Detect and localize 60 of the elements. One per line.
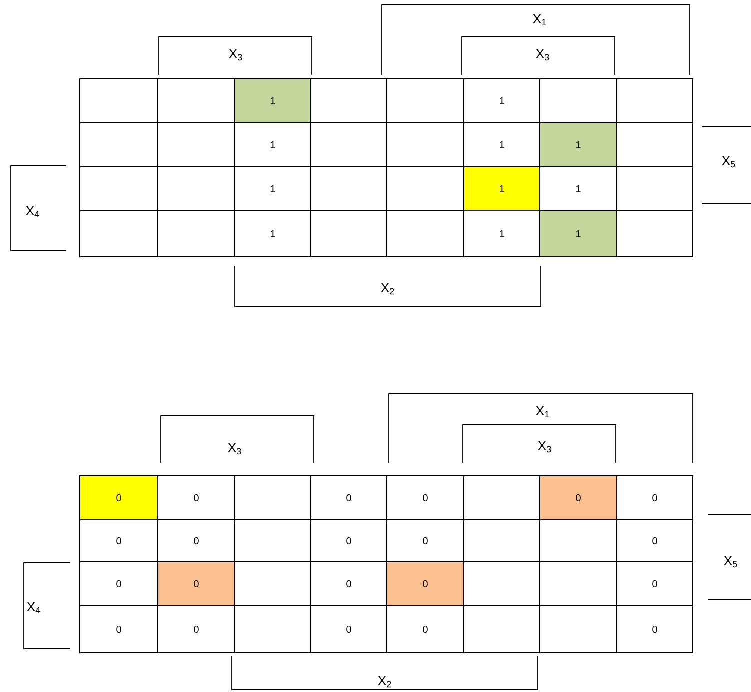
empty-cell [310, 122, 388, 168]
empty-cell [540, 605, 618, 654]
map-cell: 0 [158, 561, 236, 606]
map-cell: 0 [616, 605, 694, 654]
empty-cell [80, 166, 158, 212]
map-cell: 1 [540, 122, 618, 168]
variable-label: X$_{3}$ [229, 49, 242, 61]
variable-label: X$_{4}$ [27, 602, 40, 614]
empty-cell [540, 561, 618, 606]
variable-label: X$_{4}$ [26, 206, 40, 218]
map-cell: 0 [386, 561, 464, 606]
variable-label: X$_{3}$ [538, 441, 552, 453]
map-cell: 0 [80, 605, 158, 654]
map-cell: 0 [158, 605, 236, 654]
variable-label: X$_{1}$ [536, 406, 550, 418]
map-cell: 0 [158, 475, 236, 520]
map-cell: 0 [80, 475, 158, 520]
variable-label: X$_{1}$ [533, 14, 546, 26]
empty-cell [310, 210, 388, 258]
empty-cell [310, 166, 388, 212]
map-cell: 1 [234, 210, 312, 258]
map-cell: 1 [234, 166, 312, 212]
variable-label: X$_{5}$ [722, 156, 736, 168]
map-cell: 1 [540, 210, 618, 258]
map-cell: 0 [386, 475, 464, 520]
variable-label: X$_{3}$ [536, 49, 550, 61]
empty-cell [234, 519, 312, 562]
variable-label: X$_{2}$ [378, 676, 392, 688]
empty-cell [158, 210, 236, 258]
empty-cell [386, 210, 464, 258]
variable-label: X$_{2}$ [381, 283, 394, 295]
map-cell: 0 [386, 605, 464, 654]
map-cell: 1 [234, 122, 312, 168]
map-cell: 0 [310, 605, 388, 654]
map-cell: 0 [540, 475, 618, 520]
empty-cell [616, 166, 694, 212]
map-cell: 0 [310, 475, 388, 520]
empty-cell [158, 122, 236, 168]
empty-cell [80, 78, 158, 124]
map-cell: 0 [616, 475, 694, 520]
empty-cell [464, 605, 540, 654]
map-cell: 1 [464, 78, 540, 124]
empty-cell [540, 519, 618, 562]
map-cell: 0 [616, 561, 694, 606]
variable-label: X$_{3}$ [228, 443, 242, 455]
map-cell: 0 [616, 519, 694, 562]
empty-cell [616, 78, 694, 124]
empty-cell [386, 78, 464, 124]
map-cell: 0 [310, 519, 388, 562]
empty-cell [386, 122, 464, 168]
variable-label: X$_{5}$ [724, 556, 738, 568]
empty-cell [234, 605, 312, 654]
empty-cell [234, 475, 312, 520]
empty-cell [80, 210, 158, 258]
empty-cell [158, 166, 236, 212]
map-cell: 1 [234, 78, 312, 124]
map-cell: 1 [464, 166, 540, 212]
map-cell: 0 [80, 519, 158, 562]
empty-cell [80, 122, 158, 168]
empty-cell [464, 519, 540, 562]
